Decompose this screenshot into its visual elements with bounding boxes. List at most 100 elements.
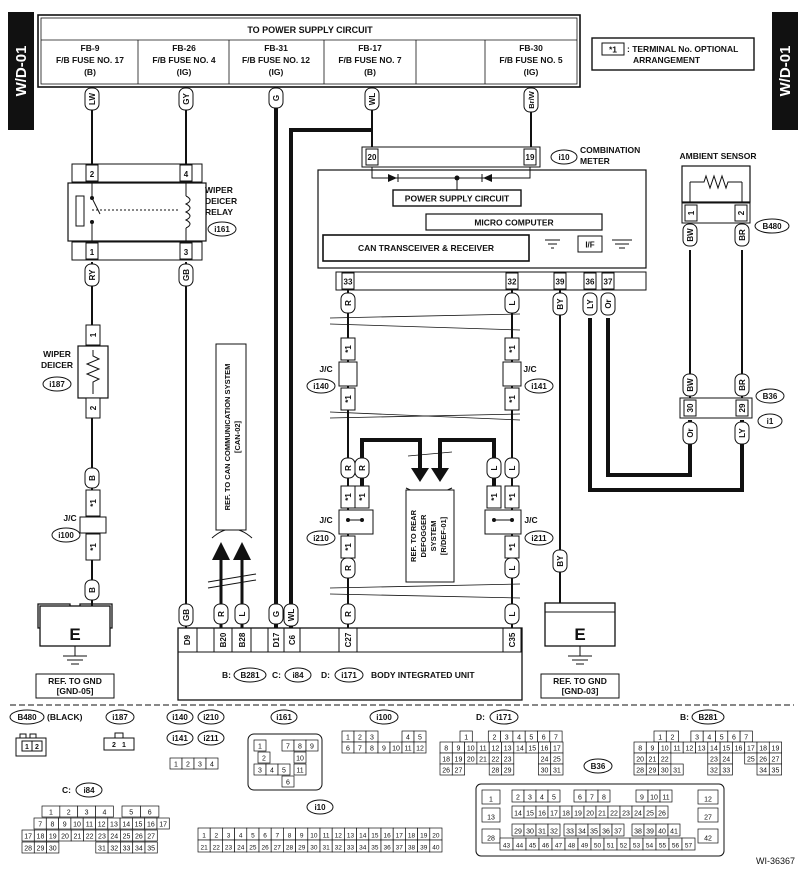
can-ref-1: REF. TO CAN COMMUNICATION SYSTEM [223, 364, 232, 511]
conn-id: i210 [203, 713, 219, 722]
meter-label-2: METER [580, 156, 610, 166]
wire-label-l: L [504, 557, 520, 579]
side-tag-right-text: W/D-01 [777, 46, 794, 97]
pin-number: 3 [370, 735, 374, 742]
pin-number: 3 [85, 810, 89, 817]
wire-label-text: B [88, 475, 97, 481]
ambient-pin: 1 [687, 210, 696, 215]
pin-number: 51 [607, 843, 615, 850]
biu-pin: D17 [272, 632, 281, 647]
biu-c-label: C: [272, 670, 281, 680]
pin-cell [547, 789, 561, 803]
pin-number: 35 [147, 846, 155, 853]
pin-number: 13 [110, 822, 118, 829]
pin-number: 42 [704, 836, 712, 843]
pin-number: 27 [147, 834, 155, 841]
wire-label-b: B [84, 579, 100, 601]
ground-right: E REF. TO GND [GND-03] [540, 602, 620, 699]
pin-number: 8 [444, 746, 448, 753]
pin-number: 30 [310, 845, 318, 852]
pin-number: 1 [174, 762, 178, 769]
pin-number: 50 [594, 843, 602, 850]
conn-pin: 1 [25, 744, 29, 751]
b36-connector-id: B36 [763, 392, 778, 401]
pin-number: 41 [670, 829, 678, 836]
def-ref-3: SYSTEM [429, 521, 438, 552]
wire-label-b: B [84, 467, 100, 489]
pin-number: 24 [722, 757, 730, 764]
pin-number: 32 [110, 846, 118, 853]
ambient-label: AMBIENT SENSOR [680, 151, 757, 161]
meter-label-1: COMBINATION [580, 145, 640, 155]
pin-number: 39 [420, 845, 428, 852]
pin-number: 57 [685, 843, 693, 850]
pin-number: 27 [772, 757, 780, 764]
power-supply-box: TO POWER SUPPLY CIRCUIT FB-9 F/B FUSE NO… [37, 14, 581, 88]
fuse-supply: (IG) [177, 67, 192, 77]
pin-cell [667, 823, 681, 837]
pin-number: 5 [418, 735, 422, 742]
pin-number: 33 [123, 846, 131, 853]
pin-number: 22 [213, 845, 221, 852]
pin-number: 10 [296, 756, 304, 763]
pin-number: 17 [747, 746, 755, 753]
pin-number: 11 [296, 768, 303, 775]
pin-cell [144, 829, 158, 842]
wire-label-text: WL [287, 609, 296, 622]
jc-mark: *1 [344, 543, 353, 551]
pin-number: 43 [503, 843, 511, 850]
pin-number: 53 [633, 843, 641, 850]
pin-number: 16 [538, 811, 546, 818]
legend-text-2: ARRANGEMENT [633, 55, 701, 65]
biu-title: BODY INTEGRATED UNIT [371, 670, 475, 680]
pin-number: 3 [227, 833, 231, 840]
pin-number: 3 [695, 735, 699, 742]
pin-number: 17 [553, 746, 561, 753]
pin-number: 3 [528, 795, 532, 802]
fuse-supply: (B) [84, 67, 96, 77]
wire-label-text: GB [182, 269, 191, 281]
pin-number: 54 [646, 843, 654, 850]
pin-number: 10 [467, 746, 475, 753]
joint-connector-i141: *1 *1 J/C i141 [502, 337, 554, 411]
pin-number: 2 [492, 735, 496, 742]
wire-label-text: B [88, 587, 97, 593]
pin-number: 1 [202, 833, 206, 840]
pin-cell [205, 757, 219, 770]
pin-number: 8 [602, 795, 606, 802]
pin-number: 6 [346, 746, 350, 753]
pin-cell [659, 789, 673, 803]
pin-number: 1 [258, 744, 262, 751]
jc-connector-id: i141 [531, 382, 547, 391]
pin-number: 17 [24, 834, 32, 841]
pin-number: 23 [504, 757, 512, 764]
wire-label-l: L [234, 603, 250, 625]
pin-number: 20 [61, 834, 69, 841]
pin-number: 17 [159, 822, 167, 829]
jc-connector-id: i211 [531, 534, 547, 543]
pin-number: 33 [347, 845, 355, 852]
wiper-deicer: 1 2 WIPER DEICER i187 [41, 324, 109, 419]
pin-number: 34 [135, 846, 143, 853]
wire-label-text: L [508, 565, 517, 570]
pin-number: 3 [258, 768, 262, 775]
pin-number: 21 [73, 834, 81, 841]
joint-connector-i210: *1 *1 *1 J/C i210 [306, 485, 374, 559]
pin-number: 33 [566, 829, 574, 836]
pin-number: 35 [371, 845, 379, 852]
conn-id: i141 [172, 734, 188, 743]
pin-number: 18 [562, 811, 570, 818]
pin-number: 17 [396, 833, 404, 840]
conn-id: i10 [314, 803, 326, 812]
pin-number: 6 [263, 833, 267, 840]
pin-number: 31 [322, 845, 330, 852]
deicer-pin-bottom: 2 [89, 405, 98, 410]
pin-number: 7 [590, 795, 594, 802]
deicer-pin-top: 1 [89, 332, 98, 337]
pin-number: 9 [382, 746, 386, 753]
pin-number: 28 [286, 845, 294, 852]
fuse-fb9: FB-9 F/B FUSE NO. 17 (B) [56, 43, 124, 77]
wire-label-by: BY [552, 292, 568, 316]
